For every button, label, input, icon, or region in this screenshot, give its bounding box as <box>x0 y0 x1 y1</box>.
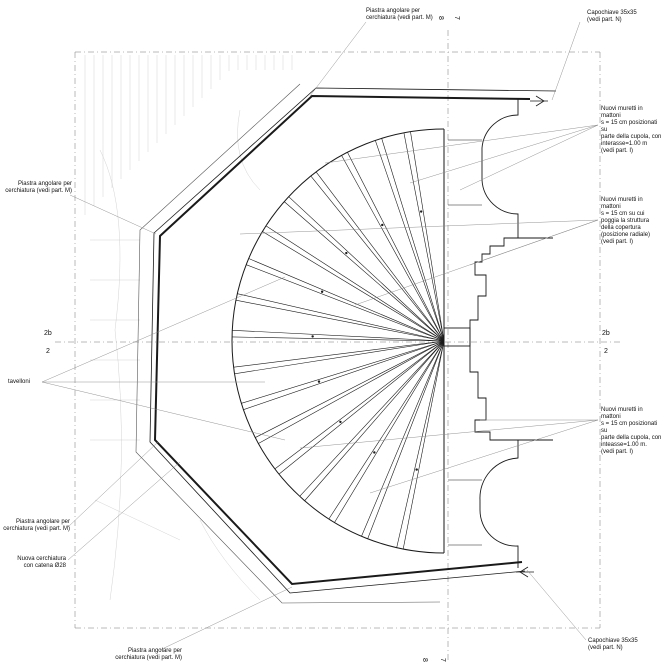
section-mark-right-bottom: 2 <box>604 348 608 355</box>
section-mark-right-top: 2b <box>602 330 610 337</box>
label-left-upper: Piastra angolare per cerchiatura (vedi p… <box>5 181 72 194</box>
leader-lines <box>41 21 599 651</box>
label-left-bottom: Nuova cerchiatura con catena Ø28 <box>17 556 66 569</box>
outer-wall <box>135 83 557 604</box>
section-mark-left-top: 2b <box>44 330 52 337</box>
label-top-right: Capochiave 35x35 (vedi part. N) <box>587 10 637 23</box>
label-right-2: Nuovi muretti in mattoni s = 15 cm su cu… <box>601 197 651 245</box>
tie-end-top-icon <box>530 95 548 107</box>
right-building <box>443 99 553 568</box>
section-mark-left-bottom: 2 <box>46 348 50 355</box>
axis-lines <box>55 30 620 660</box>
dome-outline <box>231 128 445 554</box>
label-right-1: Nuovi muretti in mattoni s = 15 cm posiz… <box>601 106 662 154</box>
tie-end-bottom-icon <box>516 566 534 578</box>
label-bottom-right: Capochiave 35x35 (vedi part. N) <box>588 638 638 651</box>
label-top-center: Piastra angolare per cerchiatura (vedi p… <box>366 8 433 21</box>
section-mark-top-a: 8 <box>436 16 444 20</box>
section-mark-bottom-b: 7 <box>438 658 446 662</box>
label-tavelloni: tavelloni <box>8 379 31 385</box>
label-bottom-center: Piastra angolare per cerchiatura (vedi p… <box>115 648 182 661</box>
section-mark-bottom-a: 8 <box>420 658 428 662</box>
label-right-3: Nuovi muretti in mattoni s = 15 cm posiz… <box>601 407 662 455</box>
section-mark-top-b: 7 <box>452 16 460 20</box>
direction-arrows <box>311 210 423 471</box>
radial-rafters <box>232 131 445 550</box>
label-left-lower: Piastra angolare per cerchiatura (vedi p… <box>3 519 70 532</box>
existing-roof-lines <box>84 55 293 601</box>
